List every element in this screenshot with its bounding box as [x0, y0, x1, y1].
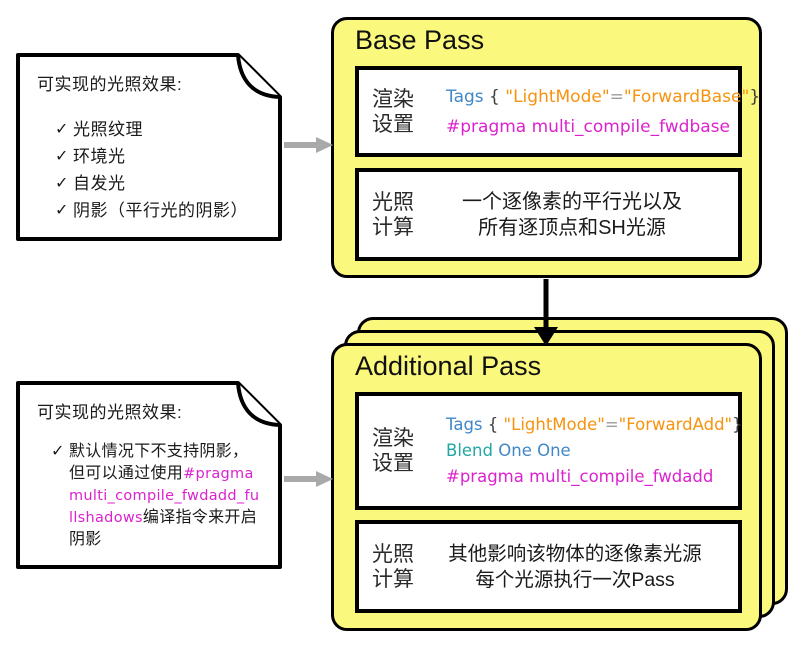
list-item: ✓ 环境光: [37, 143, 269, 170]
note-base-pass-effects: 可实现的光照效果: ✓ 光照纹理 ✓ 环境光 ✓ 自发光 ✓ 阴影（平行光的阴影…: [15, 52, 283, 242]
list-item: ✓ 自发光: [37, 170, 269, 197]
note-title: 可实现的光照效果:: [37, 403, 183, 422]
additional-light-calc-box: 光照 计算 其他影响该物体的逐像素光源 每个光源执行一次Pass: [355, 520, 742, 613]
list-item-label: 环境光: [73, 147, 126, 166]
arrow-note-to-base: [284, 137, 333, 153]
additional-pass-box: Additional Pass 渲染 设置 Tags { "LightMode"…: [331, 343, 762, 631]
render-settings-label: 渲染 设置: [372, 87, 414, 136]
list-item-label: 光照纹理: [73, 120, 143, 139]
base-render-code: Tags { "LightMode"="ForwardBase"} #pragm…: [446, 82, 760, 142]
dog-ear-fold: [236, 382, 281, 427]
shadow-note-text: 默认情况下不支持阴影，但可以通过使用#pragma multi_compile_…: [69, 443, 260, 548]
check-icon: ✓: [55, 202, 69, 219]
base-pass-title: Base Pass: [355, 25, 485, 55]
note-paper-shape: [16, 53, 282, 241]
check-icon: ✓: [55, 121, 69, 138]
check-icon: ✓: [55, 175, 69, 192]
code-line-pragma: #pragma multi_compile_fwdbase: [446, 116, 730, 137]
additional-pass-stack: Additional Pass 渲染 设置 Tags { "LightMode"…: [331, 317, 791, 634]
light-calc-label: 光照 计算: [372, 190, 414, 239]
check-icon: ✓: [55, 148, 69, 165]
list-item-label: 阴影（平行光的阴影）: [73, 201, 248, 220]
base-pass-box: Base Pass 渲染 设置 Tags { "LightMode"="Forw…: [331, 17, 762, 278]
dog-ear-fold: [236, 54, 281, 99]
note-title: 可实现的光照效果:: [37, 75, 183, 94]
effects-list: ✓ 光照纹理 ✓ 环境光 ✓ 自发光 ✓ 阴影（平行光的阴影）: [37, 116, 269, 224]
list-item: ✓ 默认情况下不支持阴影，但可以通过使用#pragma multi_compil…: [37, 441, 269, 551]
list-item: ✓ 阴影（平行光的阴影）: [37, 197, 269, 224]
base-light-calc-text: 一个逐像素的平行光以及 所有逐顶点和SH光源: [462, 190, 682, 239]
code-line-tags: Tags { "LightMode"="ForwardBase"}: [446, 86, 761, 107]
render-settings-label: 渲染 设置: [372, 427, 414, 475]
code-line-blend: Blend One One: [446, 441, 571, 460]
note-additional-pass-effects: 可实现的光照效果: ✓ 默认情况下不支持阴影，但可以通过使用#pragma mu…: [15, 380, 283, 570]
additional-render-settings-box: 渲染 设置 Tags { "LightMode"="ForwardAdd"} B…: [355, 392, 743, 510]
additional-pass-title: Additional Pass: [355, 351, 542, 381]
note-paper-shape: [16, 381, 282, 569]
code-line-tags: Tags { "LightMode"="ForwardAdd"}: [446, 415, 743, 434]
additional-light-calc-text: 其他影响该物体的逐像素光源 每个光源执行一次Pass: [448, 542, 702, 591]
additional-render-code: Tags { "LightMode"="ForwardAdd"} Blend O…: [446, 412, 743, 490]
base-render-settings-box: 渲染 设置 Tags { "LightMode"="ForwardBase"} …: [355, 66, 760, 157]
check-icon: ✓: [51, 443, 65, 460]
code-line-pragma: #pragma multi_compile_fwdadd: [446, 467, 714, 486]
light-calc-label: 光照 计算: [372, 542, 414, 591]
arrow-note-to-additional: [284, 471, 333, 487]
base-light-calc-box: 光照 计算 一个逐像素的平行光以及 所有逐顶点和SH光源: [355, 168, 742, 261]
list-item-label: 自发光: [73, 174, 126, 193]
list-item: ✓ 光照纹理: [37, 116, 269, 143]
